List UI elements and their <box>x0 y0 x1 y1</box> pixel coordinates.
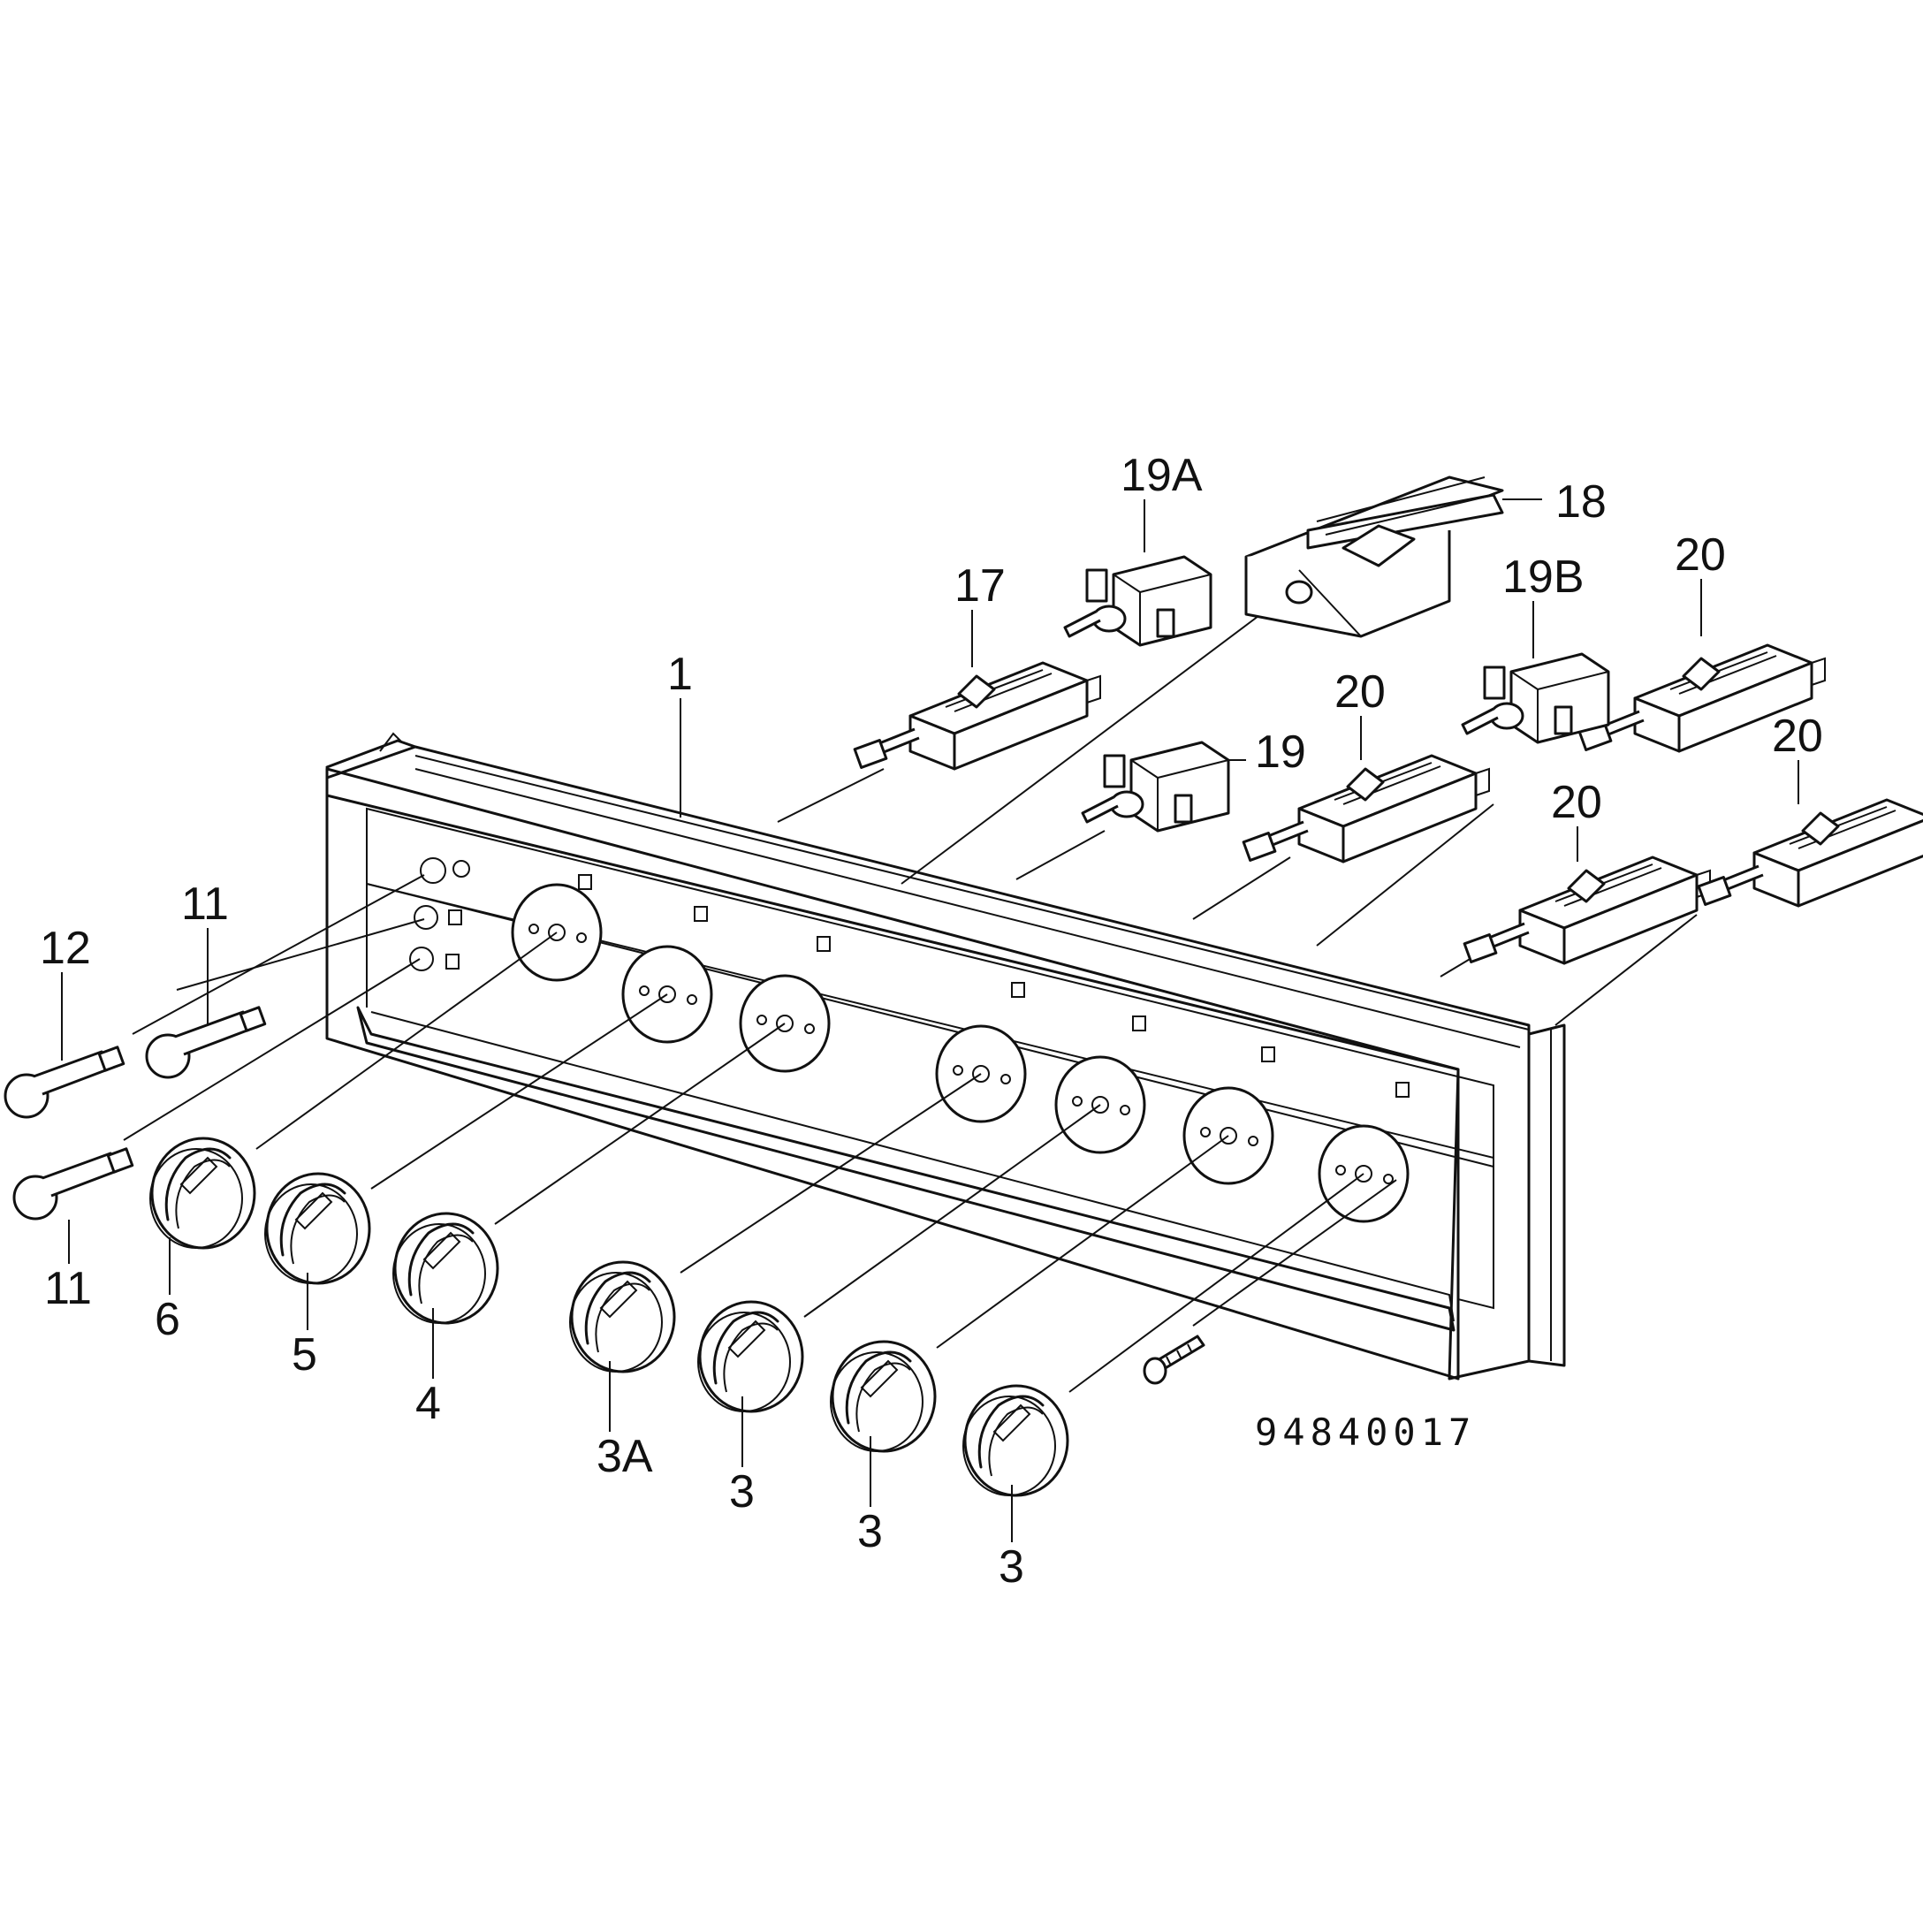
label-3a: 3A <box>597 1431 653 1482</box>
label-1: 1 <box>667 649 693 700</box>
drawing-number: 94840017 <box>1255 1411 1476 1454</box>
knob-3-second <box>829 1340 937 1453</box>
pilot-lamp-11-lower <box>12 1147 134 1221</box>
label-17: 17 <box>954 560 1006 612</box>
label-18: 18 <box>1555 476 1607 528</box>
knob-6 <box>148 1137 256 1250</box>
label-12: 12 <box>40 923 91 974</box>
fixing-screw <box>1143 1335 1205 1385</box>
label-3-second: 3 <box>857 1506 883 1557</box>
label-11-upper: 11 <box>181 879 229 930</box>
switch-17 <box>853 661 1102 771</box>
leader-lines <box>123 591 1698 1393</box>
label-4: 4 <box>415 1378 441 1429</box>
label-5: 5 <box>292 1329 317 1381</box>
pilot-lamp-12 <box>4 1046 125 1119</box>
label-19b: 19B <box>1502 551 1585 603</box>
switch-20-lower <box>1463 856 1712 965</box>
label-19: 19 <box>1255 726 1306 778</box>
part-labels: 1 19A 18 17 19B 20 20 19 20 20 12 11 11 … <box>40 450 1823 1593</box>
panel-indicators <box>409 857 1410 1098</box>
label-11-lower: 11 <box>44 1263 92 1314</box>
knob-3a <box>568 1260 676 1373</box>
switch-19a <box>1063 555 1212 647</box>
label-20-upper-right: 20 <box>1675 529 1726 581</box>
label-20-centre: 20 <box>1334 666 1386 718</box>
control-panel <box>325 732 1566 1381</box>
switch-19 <box>1081 741 1230 833</box>
knob-5 <box>263 1172 371 1285</box>
label-20-right: 20 <box>1772 711 1823 762</box>
label-19a: 19A <box>1121 450 1203 501</box>
knob-4 <box>391 1212 499 1325</box>
label-6: 6 <box>155 1294 180 1345</box>
timer-18 <box>1244 475 1504 638</box>
label-20-lower: 20 <box>1551 777 1602 828</box>
label-3-first: 3 <box>729 1466 755 1517</box>
knob-3-first <box>696 1300 804 1413</box>
switch-20-right <box>1697 798 1923 908</box>
switch-19b <box>1461 652 1610 744</box>
label-3-third: 3 <box>999 1541 1024 1593</box>
pilot-lamp-11-upper <box>145 1006 267 1079</box>
knob-3-third <box>962 1384 1069 1497</box>
